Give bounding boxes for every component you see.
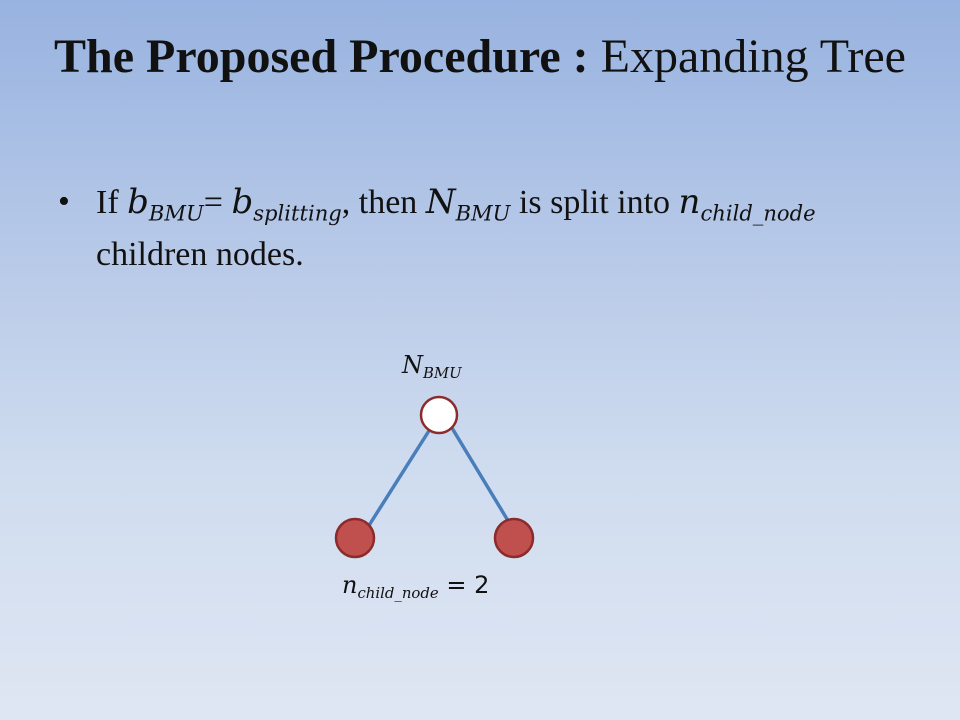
title-regular-part: Expanding Tree (600, 30, 906, 83)
root-node-label: NBMU (402, 351, 462, 383)
slide-title: The Proposed Procedure : Expanding Tree (40, 28, 920, 86)
tree-node-child-left (334, 517, 376, 559)
bullet-text-if: If (96, 184, 128, 221)
tree-edge-left (366, 425, 434, 528)
tree-edge-right (450, 427, 512, 525)
bullet-text-split: is split into (510, 184, 679, 221)
math-b-bmu: bBMU (127, 182, 204, 226)
math-n-child-node: nchild_node (678, 182, 816, 226)
bullet-text-eq: = (203, 184, 232, 221)
tree-node-child-right (493, 517, 535, 559)
tree-node-root (419, 395, 459, 435)
title-bold-part: The Proposed Procedure : (54, 30, 589, 83)
bullet-text: If bBMU= bsplitting, then NBMU is split … (96, 176, 876, 281)
math-n-bmu: NBMU (425, 182, 511, 226)
child-count-label: nchild_node = 2 (342, 571, 490, 603)
bullet-marker: • (58, 183, 70, 220)
bullet-text-children: children nodes. (96, 236, 304, 273)
bullet-text-then: , then (341, 184, 426, 221)
math-b-splitting: bsplitting (231, 182, 342, 226)
